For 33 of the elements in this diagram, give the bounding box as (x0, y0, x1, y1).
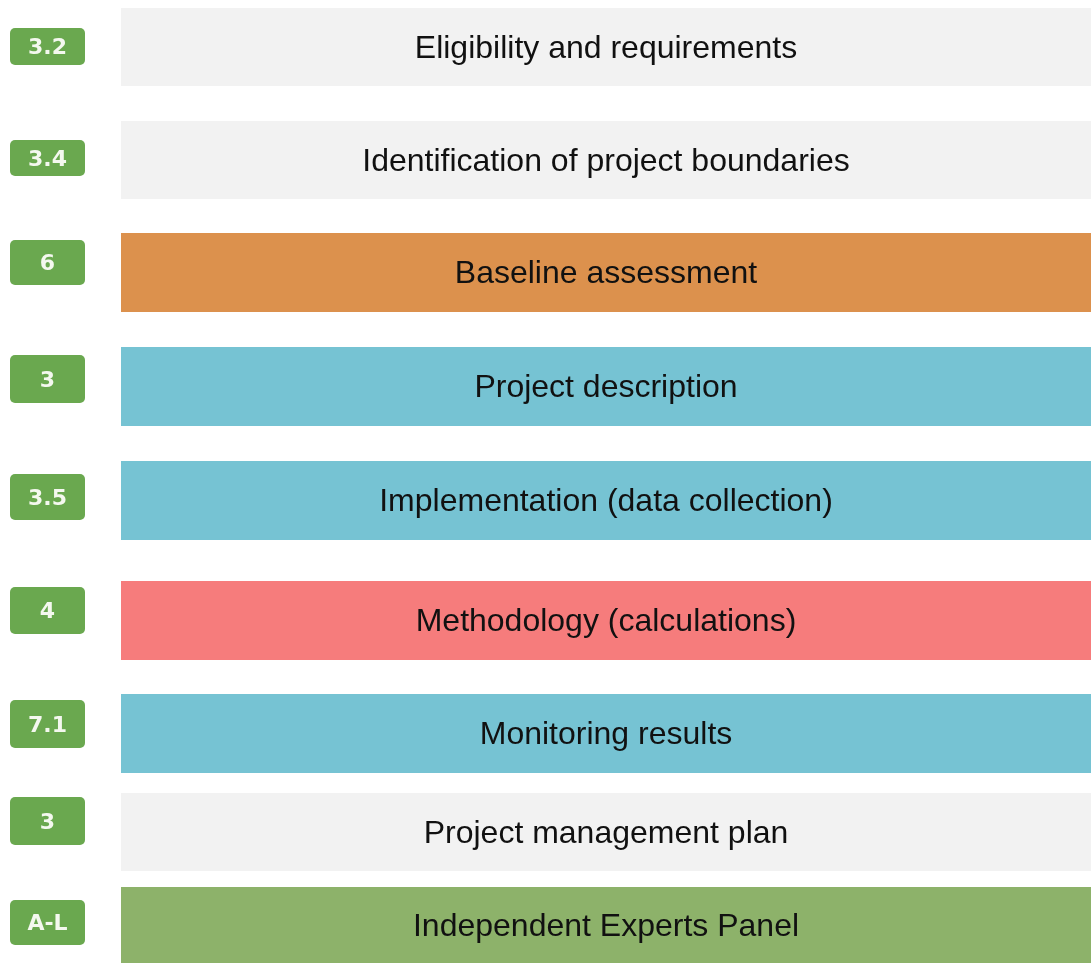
step-label: Independent Experts Panel (412, 906, 800, 944)
step-bar (121, 233, 1091, 312)
step-bar (121, 694, 1091, 773)
section-number-badge (10, 587, 85, 634)
section-number-badge (10, 797, 85, 845)
step-bar (121, 347, 1091, 426)
section-number: 4 (39, 598, 56, 623)
section-number-badge (10, 474, 85, 520)
step-label: Monitoring results (479, 715, 733, 752)
section-number-badge (10, 28, 85, 65)
section-number-badge (10, 900, 85, 945)
section-number: 3 (39, 366, 56, 392)
step-label: Project management plan (423, 813, 789, 851)
step-label: Baseline assessment (454, 254, 758, 291)
section-number-badge (10, 355, 85, 403)
section-number: 7.1 (28, 711, 67, 737)
section-number-badge (10, 700, 85, 748)
section-number-badge (10, 140, 85, 176)
section-number: 3.4 (28, 145, 67, 171)
section-number: 3 (39, 808, 56, 834)
step-label: Methodology (calculations) (415, 602, 797, 639)
section-number: 3.5 (28, 484, 67, 510)
step-label: Project description (474, 368, 738, 405)
step-bar (121, 887, 1091, 963)
step-label: Eligibility and requirements (414, 28, 798, 66)
section-number: A-L (27, 910, 68, 935)
step-bar (121, 461, 1091, 540)
step-label: Implementation (data collection) (379, 482, 833, 519)
step-label: Identification of project boundaries (362, 141, 850, 179)
step-bar (121, 581, 1091, 660)
section-number-badge (10, 240, 85, 285)
section-number: 6 (39, 250, 56, 275)
section-number: 3.2 (28, 34, 67, 59)
